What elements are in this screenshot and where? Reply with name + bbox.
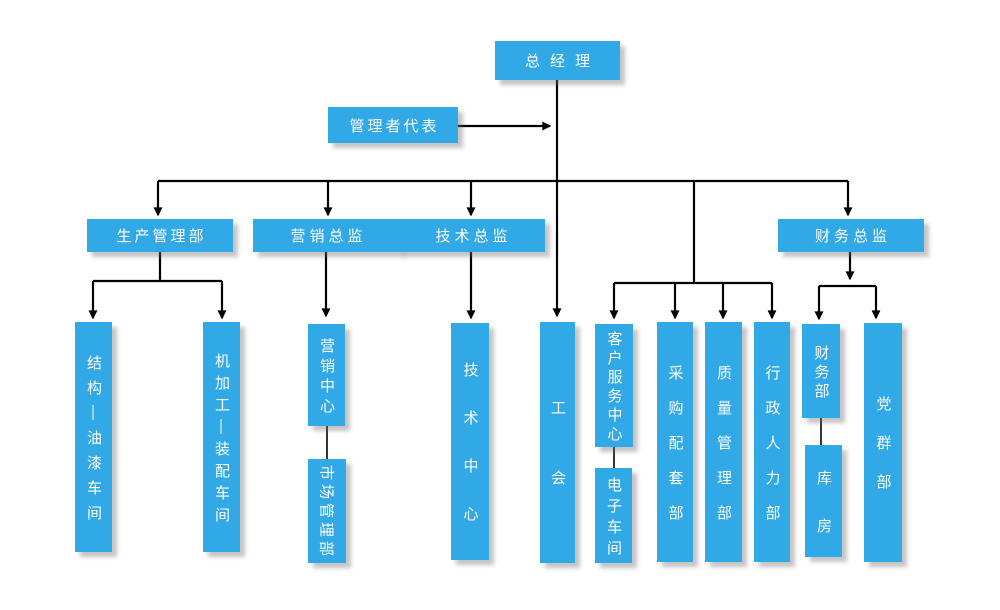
node-warehouse: 库房 xyxy=(805,445,842,566)
node-management-representative: 管理者代表 xyxy=(328,107,458,143)
node-production-management-dept: 生产管理部 xyxy=(87,219,233,252)
node-tech-center: 技术中心 xyxy=(451,323,489,560)
node-labor-union: 工会 xyxy=(540,322,575,563)
node-structure-paint-workshop: 结构—油漆车间 xyxy=(75,322,112,552)
node-general-manager: 总经理 xyxy=(495,41,620,80)
node-electronics-workshop: 电子车间 xyxy=(595,468,632,563)
node-finance-dept: 财务部 xyxy=(802,324,840,418)
node-procurement-dept: 采购配套部 xyxy=(657,322,693,562)
node-finance-director: 财务总监 xyxy=(778,219,924,252)
node-marketing-center: 营销中心 xyxy=(308,324,345,426)
node-marketing-director: 营销总监 xyxy=(253,219,400,252)
node-market-management-dept: 市场管理部 xyxy=(308,459,346,563)
node-quality-management-dept: 质量管理部 xyxy=(705,322,742,562)
node-customer-service-center: 客户服务中心 xyxy=(595,324,633,447)
node-tech-director: 技术总监 xyxy=(398,219,545,252)
node-admin-hr-dept: 行政人力部 xyxy=(754,322,790,562)
node-machining-assembly-workshop: 机加工—装配车间 xyxy=(203,322,240,552)
node-party-mass-dept: 党群部 xyxy=(864,323,902,562)
